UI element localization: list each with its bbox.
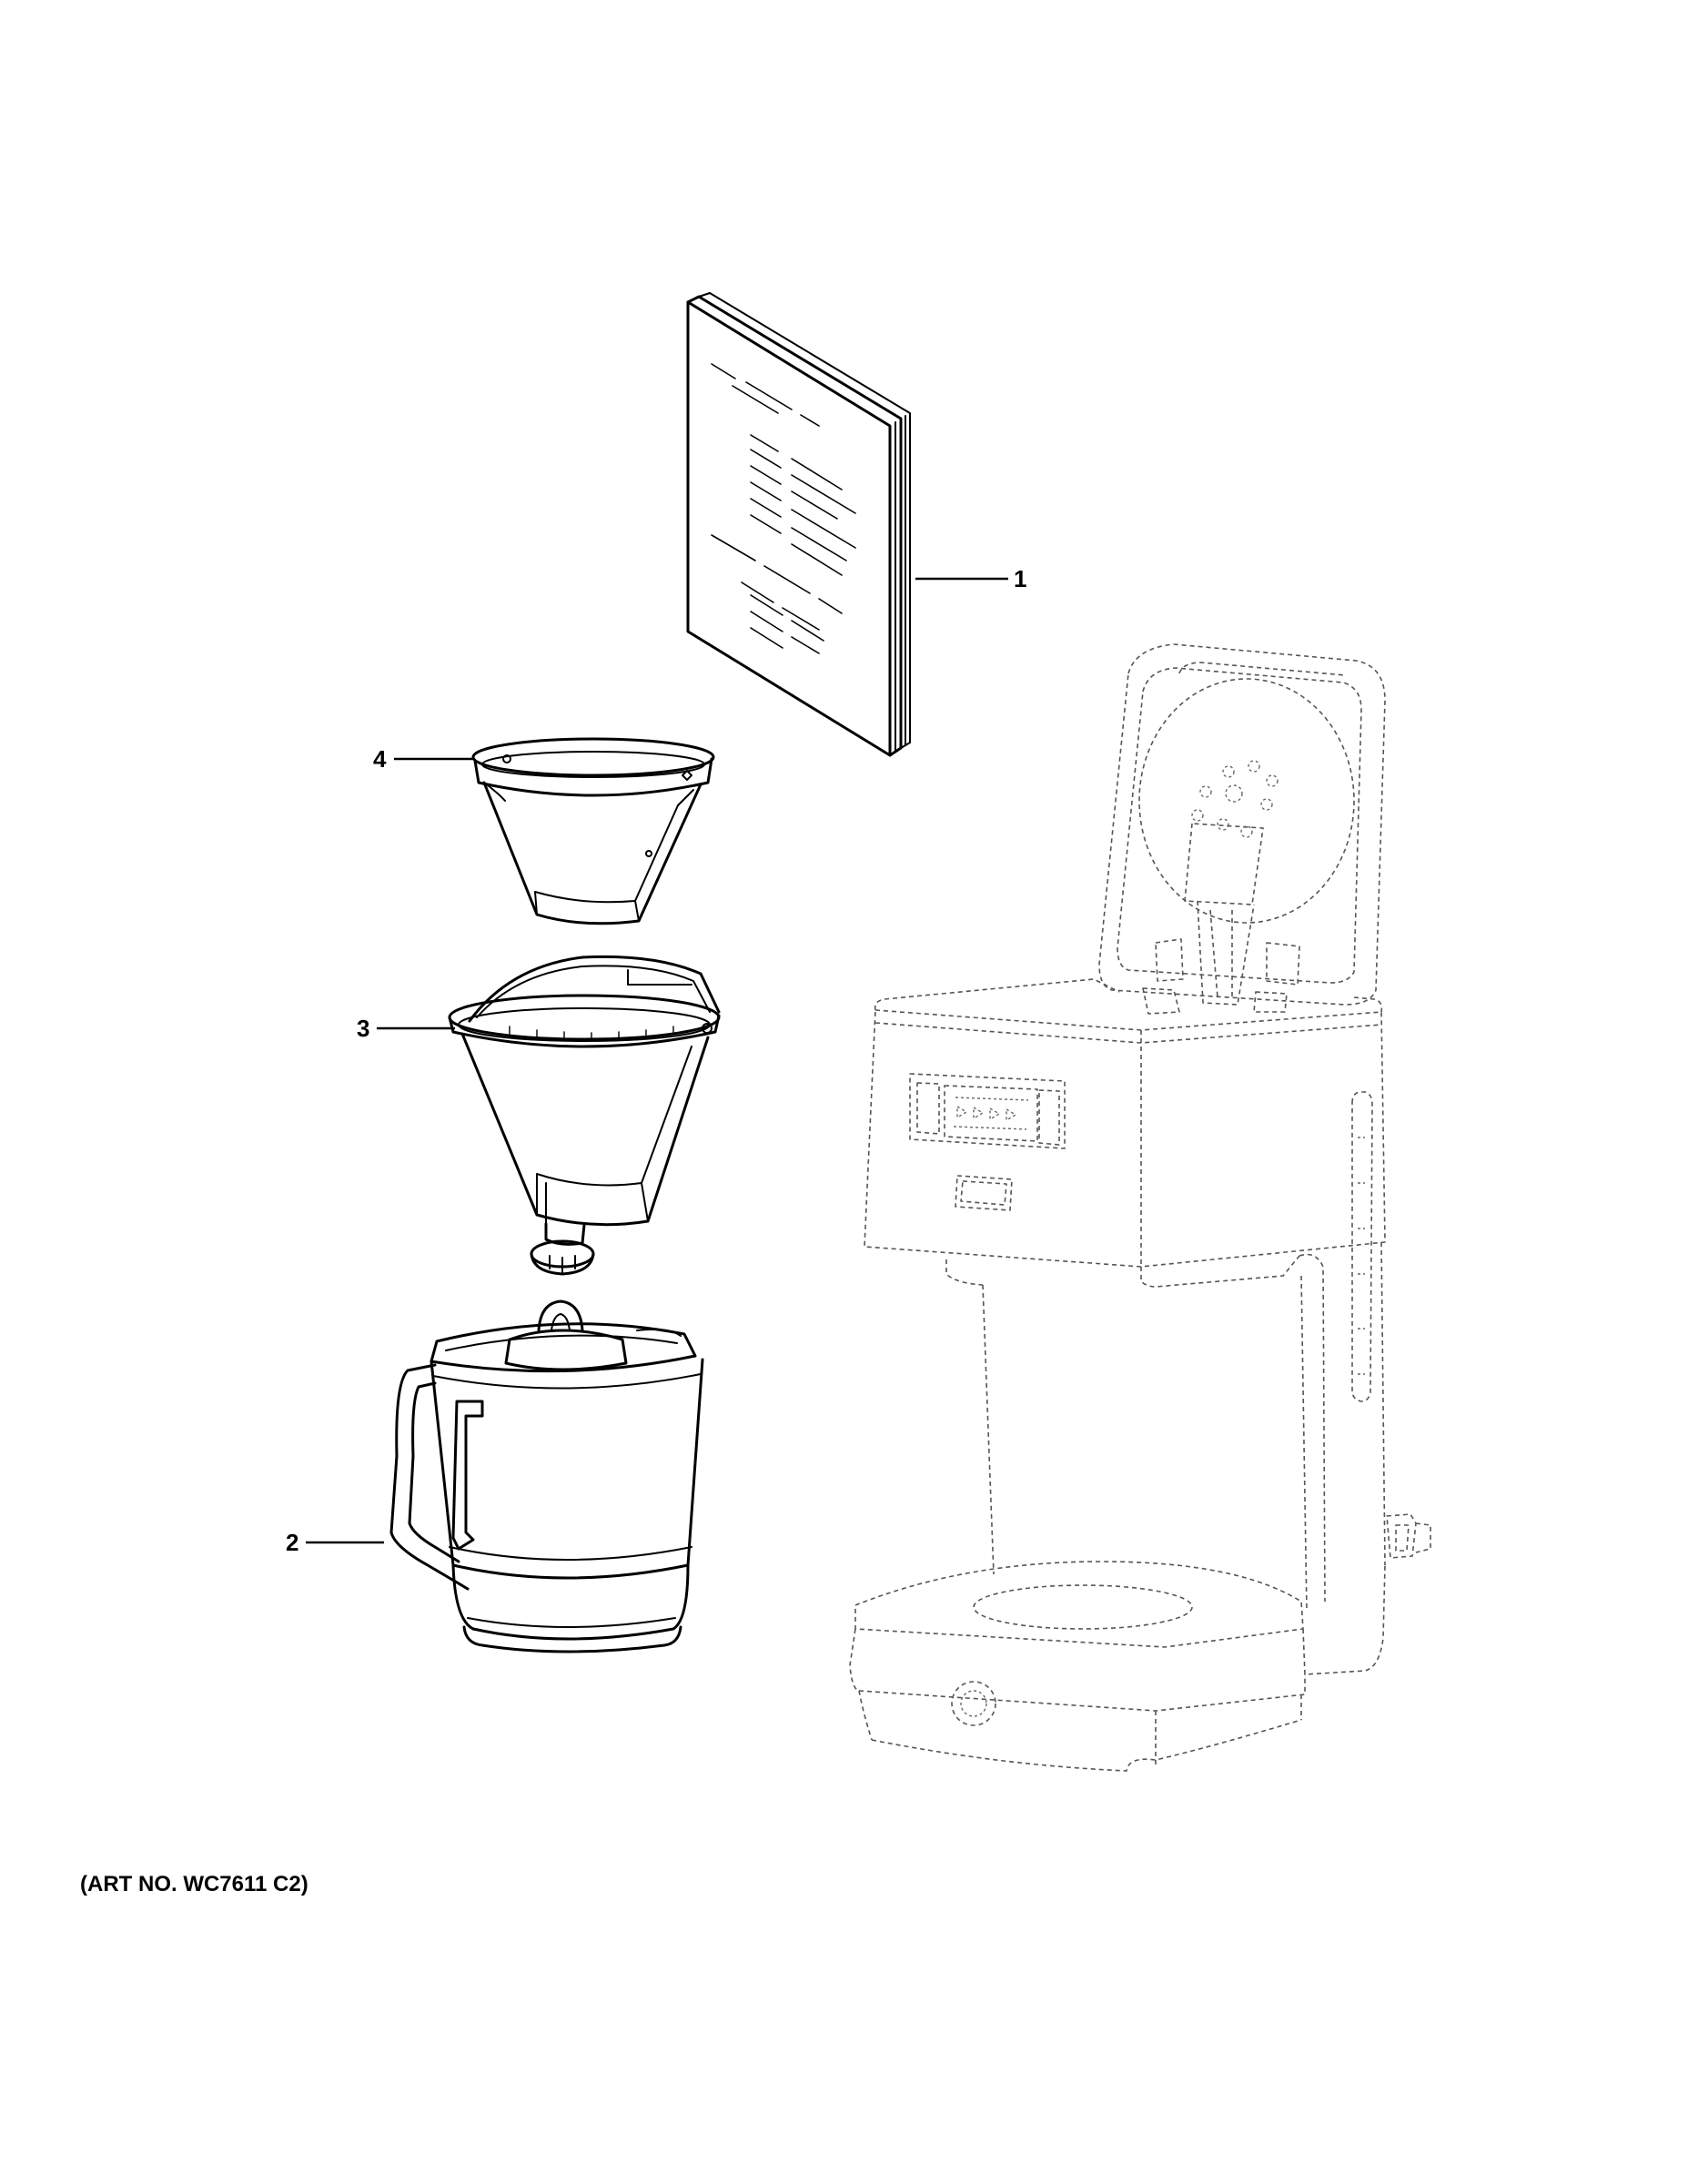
- art-number: (ART NO. WC7611 C2): [80, 1872, 308, 1896]
- part-1-manual: [686, 292, 911, 757]
- part-3-brew-basket: [448, 955, 721, 1276]
- callout-4[interactable]: 4: [373, 745, 387, 773]
- callout-1[interactable]: 1: [1014, 565, 1027, 592]
- coffee-maker-body-reference: [849, 643, 1431, 1772]
- part-2-carafe: [389, 1299, 704, 1653]
- callout-3[interactable]: 3: [357, 1015, 370, 1042]
- part-4-filter-basket: [471, 737, 715, 925]
- callout-2[interactable]: 2: [286, 1529, 299, 1556]
